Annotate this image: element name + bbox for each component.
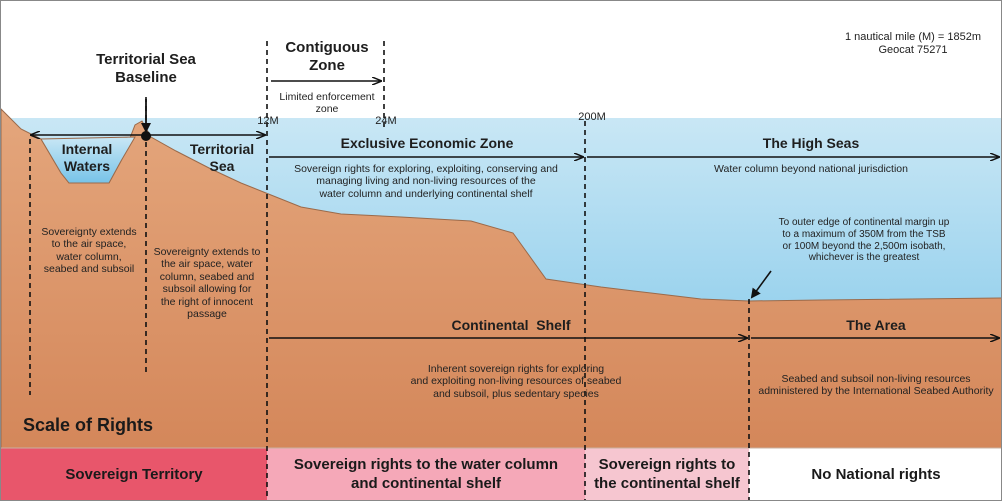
territorial-sea-desc-line: the air space, water [161, 258, 253, 271]
shelf-desc-line: and subsoil, plus sedentary species [433, 387, 599, 400]
marker-24m: 24M [375, 115, 397, 127]
band-label-no-rights-text: No National rights [811, 465, 941, 483]
band-sovereign-territory [1, 448, 267, 500]
band-label-shelf-only-line1: Sovereign rights to [598, 456, 736, 474]
territorial-sea-desc-line: Sovereignty extends to [153, 246, 261, 258]
margin-note-line: or 100M beyond the 2,500m isobath, [782, 240, 946, 252]
contiguous-zone-sub: Limited enforcement zone [267, 91, 387, 116]
internal-waters-desc-line: seabed and subsoil [43, 263, 135, 276]
baseline-title: Territorial Sea Baseline [76, 51, 216, 86]
eez-desc-line: managing living and non-living resources… [316, 175, 536, 188]
eez-desc-line: Sovereign rights for exploring, exploiti… [294, 163, 558, 175]
continental-shelf-desc: Inherent sovereign rights for exploring … [391, 363, 641, 400]
shelf-desc-line: Inherent sovereign rights for exploring [427, 363, 605, 375]
the-area-desc: Seabed and subsoil non-living resources … [749, 373, 1001, 398]
territorial-sea-desc-line: subsoil allowing for [162, 283, 252, 296]
contiguous-sub-line2: zone [315, 103, 339, 116]
baseline-title-line1: Territorial Sea [96, 51, 196, 68]
band-label-shelf-only: Sovereign rights to the continental shel… [585, 448, 749, 500]
internal-waters-title-line2: Waters [63, 157, 111, 174]
territorial-sea-title: Territorial Sea [177, 141, 267, 174]
internal-waters-desc-line: water column, [56, 250, 122, 263]
continental-margin-note: To outer edge of continental margin up t… [749, 217, 979, 264]
territorial-sea-title-line2: Sea [209, 157, 235, 174]
eez-title: Exclusive Economic Zone [340, 135, 514, 151]
eez-desc-line: water column and underlying continental … [319, 187, 533, 200]
contiguous-title-line1: Contiguous [285, 39, 369, 56]
contiguous-title-line2: Zone [309, 56, 345, 74]
extent-arrows [31, 81, 999, 338]
band-label-water-and-shelf-line2: and continental shelf [350, 475, 501, 492]
band-label-water-and-shelf-line1: Sovereign rights to the water column [293, 456, 559, 474]
band-label-water-and-shelf: Sovereign rights to the water column and… [267, 448, 585, 500]
margin-note-line: To outer edge of continental margin up [778, 217, 950, 228]
margin-pointer [750, 270, 772, 299]
internal-waters-desc: Sovereignty extends to the air space, wa… [25, 226, 153, 276]
marker-12m: 12M [257, 115, 279, 127]
unit-note-line1: 1 nautical mile (M) = 1852m [844, 31, 982, 43]
area-desc-line: administered by the International Seabed… [758, 385, 994, 398]
band-label-sovereign-territory-text: Sovereign Territory [65, 465, 203, 483]
internal-waters-pool [40, 136, 136, 184]
continental-shelf-title: Continental Shelf [451, 317, 571, 333]
margin-note-line: to a maximum of 350M from the TSB [782, 228, 946, 240]
internal-waters-title: Internal Waters [47, 141, 127, 174]
unit-note: 1 nautical mile (M) = 1852m Geocat 75271 [823, 31, 1001, 57]
high-seas-title: The High Seas [762, 135, 860, 151]
contiguous-zone-title: Contiguous Zone [269, 39, 385, 74]
band-shelf-only [585, 448, 749, 500]
margin-note-line: whichever is the greatest [808, 252, 920, 264]
band-water-and-shelf [267, 448, 585, 500]
unit-note-line2: Geocat 75271 [878, 43, 948, 56]
territorial-sea-desc-line: passage [187, 307, 227, 320]
baseline-point [141, 131, 151, 141]
band-label-no-rights: No National rights [749, 448, 1001, 500]
the-area-title: The Area [846, 317, 906, 333]
internal-waters-title-line1: Internal [61, 141, 113, 157]
marker-200m: 200M [578, 111, 606, 123]
territorial-sea-desc-line: the right of innocent [160, 295, 254, 308]
boundary-lines [29, 41, 750, 500]
shelf-desc-line: and exploiting non-living resources of s… [410, 375, 622, 388]
area-desc-line: Seabed and subsoil non-living resources [781, 373, 971, 385]
band-label-sovereign-territory: Sovereign Territory [1, 448, 267, 500]
contiguous-sub-line1: Limited enforcement [279, 91, 375, 103]
band-no-rights [749, 448, 1001, 500]
band-label-shelf-only-line2: the continental shelf [594, 475, 740, 492]
territorial-sea-desc-line: column, seabed and [159, 270, 255, 283]
territorial-sea-title-line1: Territorial [189, 141, 255, 157]
internal-waters-desc-line: to the air space, [51, 238, 127, 251]
territorial-sea-desc: Sovereignty extends to the air space, wa… [147, 246, 267, 320]
scale-of-rights-title: Scale of Rights [23, 415, 154, 435]
baseline-title-line2: Baseline [115, 68, 177, 86]
eez-desc: Sovereign rights for exploring, exploiti… [271, 163, 581, 200]
internal-waters-desc-line: Sovereignty extends [41, 226, 137, 238]
high-seas-desc: Water column beyond national jurisdictio… [714, 163, 908, 175]
